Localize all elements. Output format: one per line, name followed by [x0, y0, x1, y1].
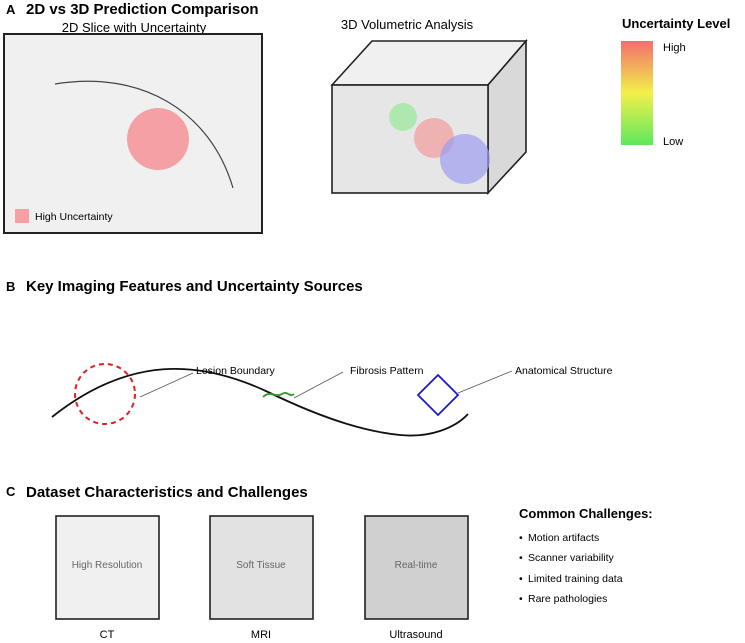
anatomy-contour	[51, 367, 469, 437]
anatomical-structure-label: Anatomical Structure	[515, 365, 613, 377]
structure-leader-line	[457, 370, 513, 394]
panel-a: A 2D vs 3D Prediction Comparison 2D Slic…	[3, 1, 730, 234]
slice-legend-swatch	[15, 209, 29, 223]
challenges-title: Common Challenges:	[519, 506, 653, 521]
fibrosis-leader-line	[293, 371, 344, 399]
panel-b-title: Key Imaging Features and Uncertainty Sou…	[26, 278, 363, 295]
colorbar-gradient	[621, 41, 653, 145]
fibrosis-pattern-label: Fibrosis Pattern	[350, 365, 424, 377]
slice-title: 2D Slice with Uncertainty	[62, 20, 207, 35]
challenge-bullet: •	[519, 573, 523, 585]
mri-box	[209, 515, 314, 620]
volume-low-blob	[389, 103, 417, 131]
lesion-leader-line	[139, 372, 194, 398]
challenge-item: Scanner variability	[528, 552, 615, 564]
challenge-item: Motion artifacts	[528, 532, 599, 544]
panel-a-title: 2D vs 3D Prediction Comparison	[26, 1, 259, 18]
ultrasound-box	[364, 515, 469, 620]
mri-name: MRI	[251, 629, 271, 641]
panel-b: B Key Imaging Features and Uncertainty S…	[6, 278, 613, 437]
lesion-boundary-label: Lesion Boundary	[196, 365, 276, 377]
ct-box-label: High Resolution	[72, 560, 143, 571]
ultrasound-name: Ultrasound	[389, 629, 442, 641]
colorbar-high-label: High	[663, 42, 686, 54]
lesion-boundary-circle	[74, 363, 136, 425]
challenges-list: • Motion artifacts • Scanner variability…	[519, 532, 623, 605]
volume-blue-blob	[440, 134, 490, 184]
panel-c-title: Dataset Characteristics and Challenges	[26, 484, 308, 501]
slice-boundary-curve	[54, 80, 234, 189]
volume-title: 3D Volumetric Analysis	[341, 17, 474, 32]
slice-legend-label: High Uncertainty	[35, 211, 113, 223]
panel-c-letter: C	[6, 484, 16, 499]
panel-c: C Dataset Characteristics and Challenges…	[6, 484, 653, 641]
mri-box-label: Soft Tissue	[236, 560, 286, 571]
panel-a-letter: A	[6, 2, 16, 17]
challenge-bullet: •	[519, 552, 523, 564]
ct-name: CT	[100, 629, 115, 641]
challenge-bullet: •	[519, 593, 523, 605]
ct-box	[55, 515, 160, 620]
colorbar-title: Uncertainty Level	[622, 16, 730, 31]
panel-b-letter: B	[6, 279, 15, 294]
slice-uncertainty-blob	[127, 108, 189, 170]
anatomical-structure-diamond	[416, 373, 460, 417]
challenge-item: Rare pathologies	[528, 593, 607, 605]
colorbar-low-label: Low	[663, 136, 683, 148]
fibrosis-pattern-wave	[262, 391, 295, 398]
challenge-bullet: •	[519, 532, 523, 544]
challenge-item: Limited training data	[528, 573, 623, 585]
ultrasound-box-label: Real-time	[395, 560, 438, 571]
